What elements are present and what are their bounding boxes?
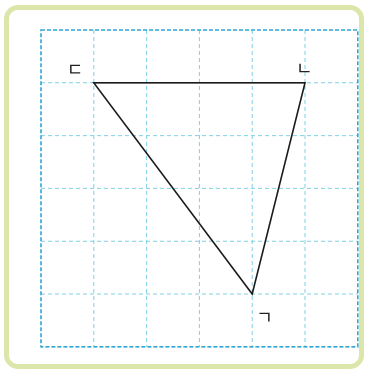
grid-border [40, 29, 359, 348]
diagram-frame [4, 5, 364, 369]
vertex-label-nieun: ㄴ [296, 59, 313, 80]
triangle [92, 82, 307, 296]
vertex-label-giyeok: ㄱ [256, 308, 273, 329]
vertex-label-digeut: ㄷ [67, 60, 84, 81]
